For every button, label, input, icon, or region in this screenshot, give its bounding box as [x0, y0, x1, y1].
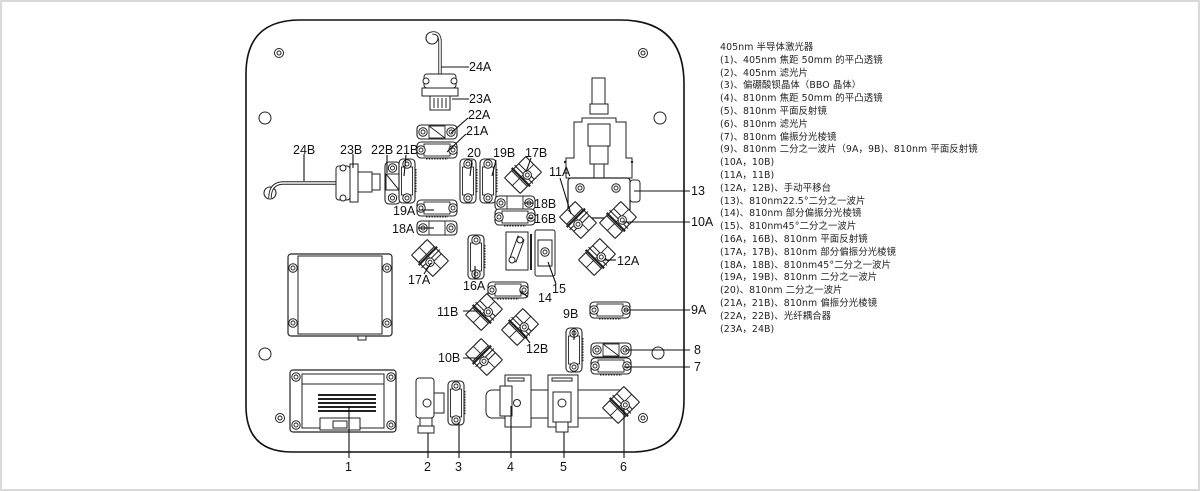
- legend-item: (9)、810nm 二分之一波片（9A，9B)、810nm 平面反射镜: [720, 144, 978, 156]
- label-20: 20: [467, 146, 481, 160]
- label-15: 15: [552, 282, 566, 296]
- mirror-16B: [495, 209, 535, 226]
- half-wave-plate-19B: [480, 159, 497, 203]
- label-1: 1: [345, 460, 352, 474]
- pbs-7: [591, 358, 631, 375]
- label-5: 5: [560, 460, 567, 474]
- ppbs-14: [488, 282, 528, 299]
- fiber-coupler-22A: [417, 125, 457, 139]
- label-18B: 18B: [534, 197, 556, 211]
- legend-item: (20)、810nm 二分之一波片: [720, 285, 843, 297]
- fiber-collimator-23A: [421, 73, 459, 111]
- pbs-21A: [417, 142, 457, 159]
- label-12B: 12B: [526, 342, 548, 356]
- legend-item: (18A，18B)、810nm45°二分之一波片: [720, 259, 892, 271]
- legend-item: (11A，11B): [720, 169, 775, 181]
- bbo-crystal-3: [448, 381, 465, 425]
- label-19A: 19A: [393, 204, 416, 218]
- legend-item: (2)、405nm 滤光片: [720, 67, 809, 79]
- legend-item: (7)、810nm 偏振分光棱镜: [720, 131, 837, 143]
- half-wave-plate-20: [460, 159, 477, 203]
- legend-item: (4)、810nm 焦距 50mm 的平凸透镜: [720, 93, 883, 105]
- pbs-21B: [399, 159, 416, 203]
- legend-item: (6)、810nm 滤光片: [720, 118, 809, 130]
- fiber-24A: [425, 31, 442, 74]
- label-7: 7: [694, 360, 701, 374]
- legend-item: (19A，19B)、810nm 二分之一波片: [720, 272, 878, 284]
- label-16A: 16A: [463, 279, 486, 293]
- legend-item: (17A，17B)、810nm 部分偏振分光棱镜: [720, 246, 897, 258]
- label-9A: 9A: [691, 303, 707, 317]
- label-16B: 16B: [534, 212, 556, 226]
- legend-item: (22A，22B)、光纤耦合器: [720, 310, 832, 322]
- label-11B: 11B: [437, 305, 458, 319]
- label-6: 6: [620, 460, 627, 474]
- label-2: 2: [424, 460, 431, 474]
- label-24A: 24A: [469, 60, 492, 74]
- lens-mount-rail-4-5: [485, 374, 627, 433]
- label-12A: 12A: [617, 254, 640, 268]
- label-21B: 21B: [396, 143, 418, 157]
- legend-item: (15)、810nm45°二分之一波片: [720, 221, 857, 233]
- legend-item: (3)、偏硼酸钡晶体（BBO 晶体）: [720, 80, 862, 92]
- legend-item: (14)、810nm 部分偏振分光棱镜: [720, 208, 862, 220]
- label-22A: 22A: [468, 108, 491, 122]
- legend-item: (10A，10B): [720, 157, 775, 169]
- label-11A: 11A: [549, 165, 571, 179]
- label-13: 13: [691, 184, 705, 198]
- label-21A: 21A: [466, 124, 489, 138]
- label-23B: 23B: [340, 143, 362, 157]
- legend-item: (1)、405nm 焦距 50mm 的平凸透镜: [720, 54, 883, 66]
- fiber-24B: [263, 181, 336, 200]
- legend-item: (5)、810nm 平面反射镜: [720, 105, 827, 117]
- label-4: 4: [507, 460, 514, 474]
- label-10A: 10A: [691, 215, 714, 229]
- legend-item: (21A，21B)、810nm 偏振分光棱镜: [720, 297, 878, 309]
- label-19B: 19B: [493, 146, 515, 160]
- label-3: 3: [455, 460, 462, 474]
- label-10B: 10B: [438, 351, 460, 365]
- legend-item: (13)、810nm22.5°二分之一波片: [720, 195, 866, 207]
- label-8: 8: [694, 343, 701, 357]
- label-23A: 23A: [469, 92, 492, 106]
- legend-item: (12A，12B)、手动平移台: [720, 182, 832, 194]
- mirror-16A: [468, 235, 485, 279]
- half-wave-plate-15: [505, 229, 556, 277]
- fiber-collimator-23B: [335, 163, 381, 203]
- label-18A: 18A: [392, 222, 415, 236]
- component-legend: 405nm 半导体激光器 (1)、405nm 焦距 50mm 的平凸透镜 (2)…: [720, 42, 978, 336]
- mounting-holes: [258, 48, 667, 423]
- label-22B: 22B: [371, 143, 393, 157]
- lens-2: [415, 377, 445, 434]
- label-24B: 24B: [293, 143, 315, 157]
- half-wave-plate-19A: [417, 200, 457, 217]
- legend-item: (16A，16B)、810nm 平面反射镜: [720, 233, 868, 245]
- callout-labels: 24A 23A 22A 21A 24B 23B 22B 21B 20 19B 1…: [293, 60, 714, 474]
- label-17B: 17B: [525, 146, 547, 160]
- label-17A: 17A: [408, 273, 431, 287]
- label-14: 14: [538, 291, 552, 305]
- laser-controller-box: [287, 253, 393, 341]
- laser-405nm-1: [289, 369, 397, 433]
- leader-lines: [303, 66, 690, 458]
- legend-title: 405nm 半导体激光器: [720, 42, 814, 53]
- label-9B: 9B: [563, 307, 578, 321]
- legend-item: (23A，24B): [720, 323, 775, 335]
